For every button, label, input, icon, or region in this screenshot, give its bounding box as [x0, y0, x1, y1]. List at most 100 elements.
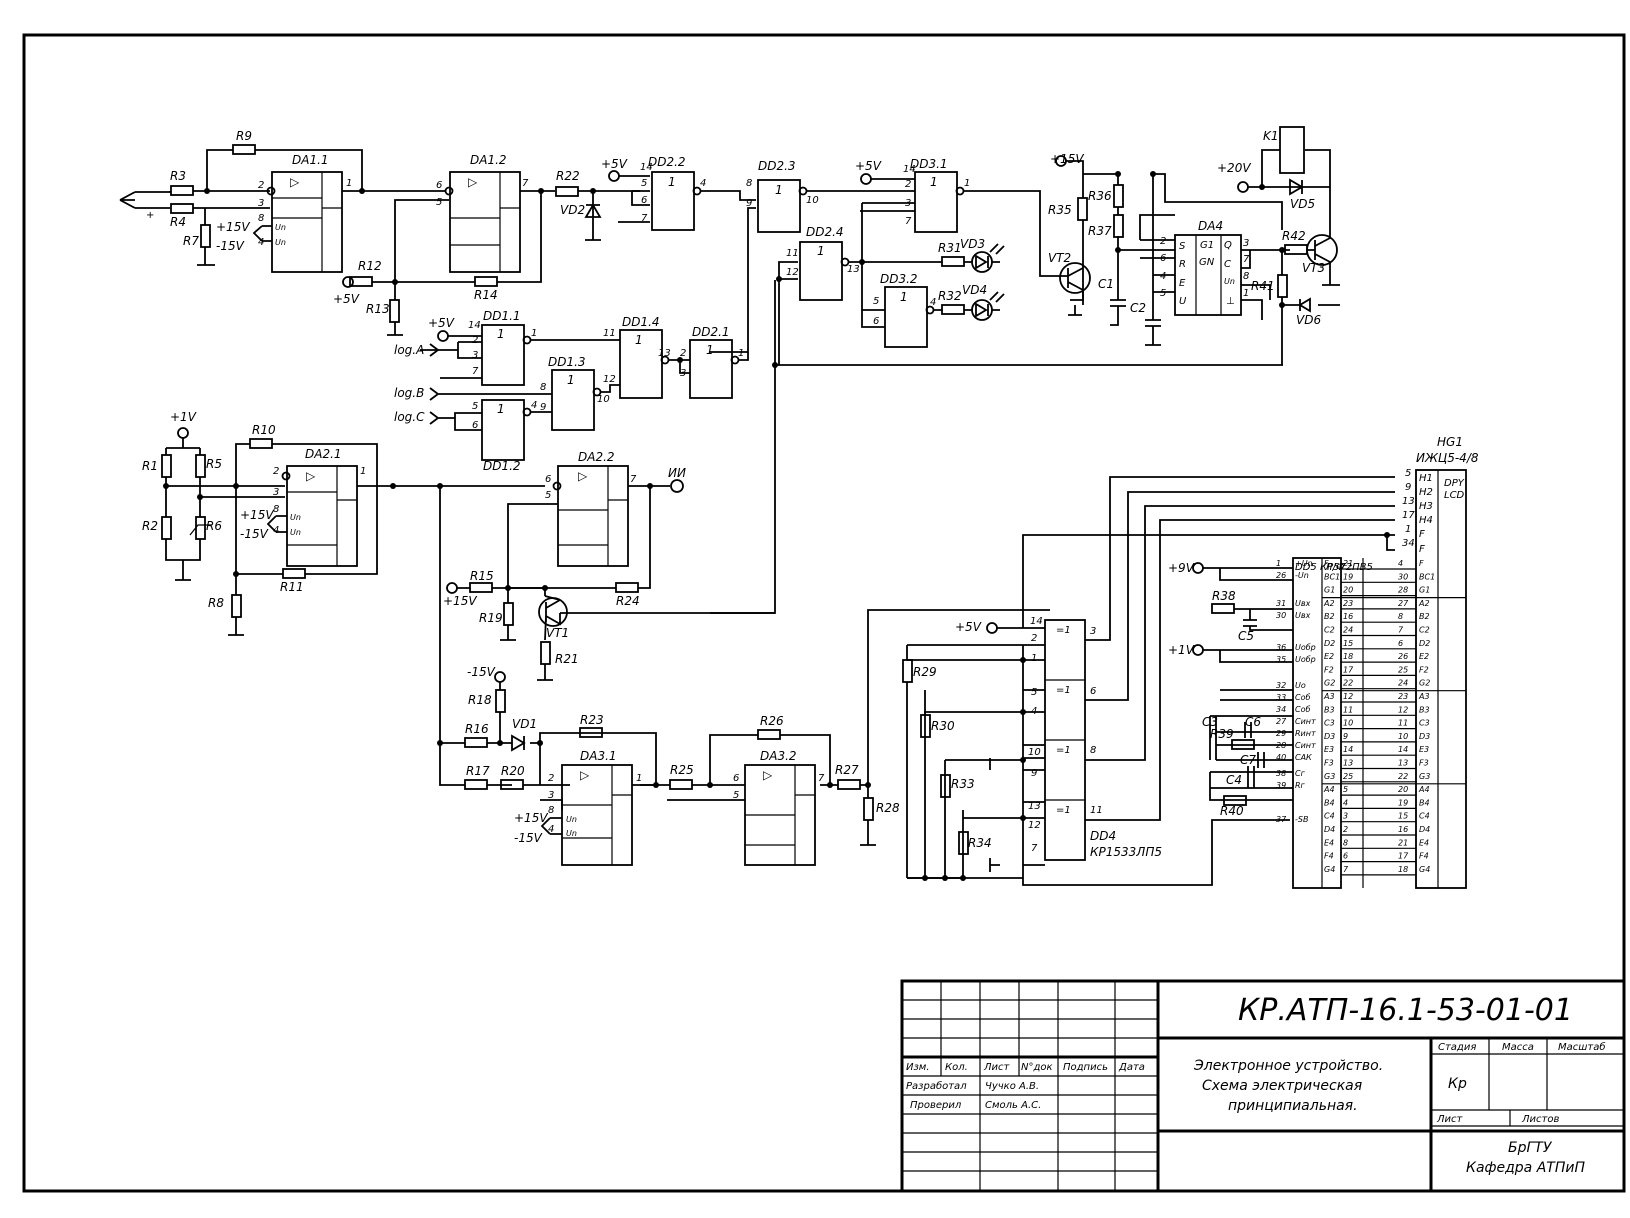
da3-stage: -15V R18 R16 VD1 R23 R17 R20 ▷ DA3.1 238… — [464, 609, 1050, 866]
svg-text:-15V: -15V — [514, 831, 543, 845]
svg-text:3: 3 — [1243, 238, 1249, 249]
svg-text:GN: GN — [1199, 257, 1215, 268]
dd5-right-pin-number: 7 — [1343, 865, 1349, 874]
dd5-right-pin-number: 17 — [1343, 665, 1354, 674]
svg-text:1: 1 — [636, 773, 642, 784]
resistor-r1 — [161, 454, 172, 478]
org-line-2: Кафедра АТПиП — [1466, 1160, 1585, 1176]
svg-text:R22: R22 — [556, 169, 580, 183]
svg-text:DPY: DPY — [1444, 478, 1465, 489]
resistor-r2 — [161, 516, 172, 540]
hdr-podpis: Подпись — [1063, 1062, 1108, 1073]
dd5-right-pin-number: 10 — [1343, 719, 1353, 728]
svg-text:-15V: -15V — [216, 239, 245, 253]
sheets-label: Листов — [1521, 1114, 1559, 1125]
svg-text:11: 11 — [603, 328, 616, 339]
svg-text:VD2: VD2 — [560, 203, 585, 217]
resistor-r32 — [941, 304, 965, 315]
dd5-right-pin-name: B4 — [1324, 798, 1335, 807]
svg-text:=1: =1 — [1056, 805, 1071, 816]
lcd-pin-name: A2 — [1418, 599, 1430, 608]
svg-text:H3: H3 — [1419, 501, 1433, 512]
svg-text:4: 4 — [531, 400, 537, 411]
dd5-left-pin-name: Сг — [1295, 769, 1306, 778]
svg-text:R31: R31 — [938, 241, 962, 255]
dd5-right-pin-number: 11 — [1343, 705, 1353, 714]
lcd-pin-name: D3 — [1419, 732, 1430, 741]
resistor-r25 — [669, 779, 693, 790]
svg-text:3: 3 — [905, 198, 911, 209]
svg-text:1: 1 — [668, 175, 676, 189]
svg-text:3: 3 — [548, 790, 554, 801]
svg-text:3: 3 — [1090, 626, 1096, 637]
svg-text:8: 8 — [548, 805, 554, 816]
lcd-pin-number: 21 — [1398, 838, 1408, 847]
dd5-left-pin-name: Синт — [1295, 717, 1316, 726]
dd5-left-pin-number: 32 — [1276, 681, 1286, 690]
lcd-pin-number: 20 — [1398, 785, 1408, 794]
svg-text:R36: R36 — [1088, 189, 1112, 203]
svg-text:14: 14 — [468, 320, 481, 331]
dd5-right-pin-name: F — [1324, 559, 1329, 568]
svg-text:R33: R33 — [951, 777, 975, 791]
svg-text:DD2.4: DD2.4 — [806, 225, 844, 239]
svg-text:▷: ▷ — [306, 469, 316, 483]
svg-text:R24: R24 — [616, 594, 640, 608]
svg-text:R29: R29 — [913, 665, 937, 679]
dd5-left-pin-number: 38 — [1276, 769, 1286, 778]
svg-text:C6: C6 — [1245, 715, 1261, 729]
svg-text:R10: R10 — [252, 423, 276, 437]
svg-text:R19: R19 — [479, 611, 503, 625]
dd5-right-pin-number: 24 — [1343, 626, 1353, 635]
dd5-right-pin-name: C2 — [1324, 626, 1335, 635]
dd5-left-pin-name: Соб — [1295, 693, 1310, 702]
svg-text:DD1.4: DD1.4 — [622, 315, 660, 329]
svg-text:5: 5 — [1405, 468, 1411, 479]
svg-text:Un: Un — [566, 829, 577, 838]
resistor-r12 — [349, 276, 373, 287]
svg-text:VD5: VD5 — [1290, 197, 1315, 211]
svg-text:1: 1 — [1405, 524, 1411, 535]
svg-text:9: 9 — [1031, 768, 1037, 779]
dd5-left-pin-name: Соб — [1295, 705, 1310, 714]
dd5-left-pin-number: 35 — [1276, 655, 1286, 664]
lcd-pin-name: E3 — [1419, 745, 1429, 754]
lcd-pin-name: F — [1419, 559, 1424, 568]
resistor-r24 — [615, 582, 639, 593]
lcd-pin-name: A3 — [1418, 692, 1430, 701]
dd5-right-pin-name: BC1 — [1324, 572, 1340, 581]
dd5-right-pin-name: B3 — [1324, 705, 1335, 714]
svg-text:log.A: log.A — [394, 343, 424, 357]
svg-text:C2: C2 — [1130, 301, 1146, 315]
lcd-pin-number: 16 — [1398, 825, 1408, 834]
bridge-da2-1: +1V R1 R5 R2 R6 R10 R11 R8 ▷ DA2.1 23841… — [142, 410, 545, 786]
svg-text:9: 9 — [746, 198, 752, 209]
svg-text:G1: G1 — [1200, 240, 1214, 251]
svg-text:DA2.1: DA2.1 — [305, 447, 342, 461]
svg-text:1: 1 — [346, 178, 352, 189]
dd5-right-pin-name: A2 — [1323, 599, 1335, 608]
svg-text:DD2.3: DD2.3 — [758, 159, 796, 173]
svg-text:DA3.1: DA3.1 — [580, 749, 617, 763]
dd5-right-pin-name: E4 — [1324, 838, 1334, 847]
svg-text:13: 13 — [1402, 496, 1415, 507]
hdr-izm: Изм. — [906, 1062, 930, 1073]
minus-sign: + — [146, 210, 154, 221]
svg-text:1: 1 — [738, 348, 744, 359]
dd5-right-pin-name: D3 — [1324, 732, 1335, 741]
dd5-right-pin-name: A4 — [1323, 785, 1335, 794]
resistor-r27 — [837, 779, 861, 790]
svg-text:Un: Un — [290, 528, 301, 537]
resistor-r17 — [464, 779, 488, 790]
svg-text:+1V: +1V — [1168, 643, 1195, 657]
svg-text:1: 1 — [1031, 653, 1037, 664]
svg-text:3: 3 — [273, 487, 279, 498]
dd5-left-pin-name: Rинт — [1295, 729, 1316, 738]
dd5-left-pin-number: 34 — [1276, 705, 1286, 714]
dd5-left-pin-name: -Un — [1295, 571, 1309, 580]
resistor-r16 — [464, 737, 488, 748]
svg-text:7: 7 — [472, 366, 479, 377]
svg-text:8: 8 — [540, 382, 546, 393]
svg-text:12: 12 — [603, 374, 616, 385]
